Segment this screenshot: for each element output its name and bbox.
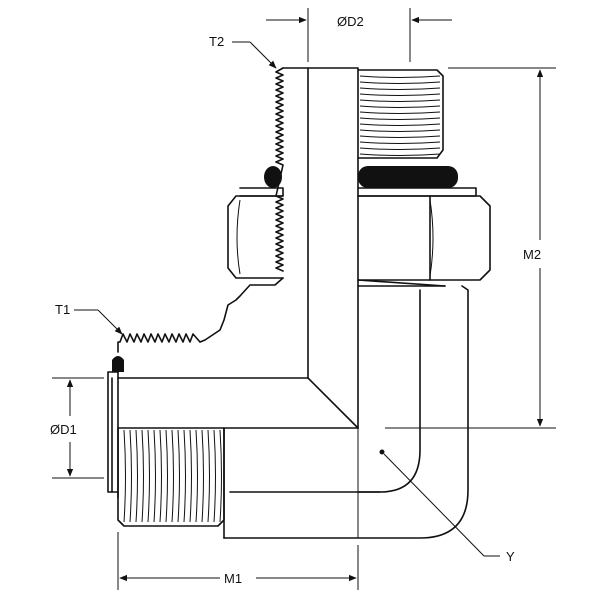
t1-thread-profile: [117, 277, 284, 353]
top-stud-thread: [357, 69, 444, 159]
left-hex-nut: [227, 195, 284, 279]
t1-label: T1: [55, 302, 70, 317]
bottom-body: [223, 285, 469, 539]
vertical-body: [282, 67, 359, 429]
t1-leader: [74, 309, 123, 335]
dimension-m1: [117, 532, 359, 590]
m1-label: M1: [224, 571, 242, 586]
y-leader: [383, 453, 500, 557]
dimension-m2: [385, 67, 556, 429]
y-label: Y: [506, 549, 515, 564]
m2-label: M2: [523, 247, 541, 262]
dimension-d2: [266, 8, 452, 62]
t2-leader: [232, 41, 277, 69]
dimension-d1: [52, 377, 104, 479]
right-hex-nut: [357, 195, 491, 287]
top-o-ring: [264, 166, 458, 188]
horizontal-body: [117, 377, 359, 429]
d1-label: ØD1: [50, 422, 77, 437]
t2-thread-profile: [275, 67, 284, 272]
left-stud-thread: [117, 427, 225, 527]
d2-label: ØD2: [337, 14, 364, 29]
center-point-y: [379, 449, 385, 455]
t2-label: T2: [209, 34, 224, 49]
